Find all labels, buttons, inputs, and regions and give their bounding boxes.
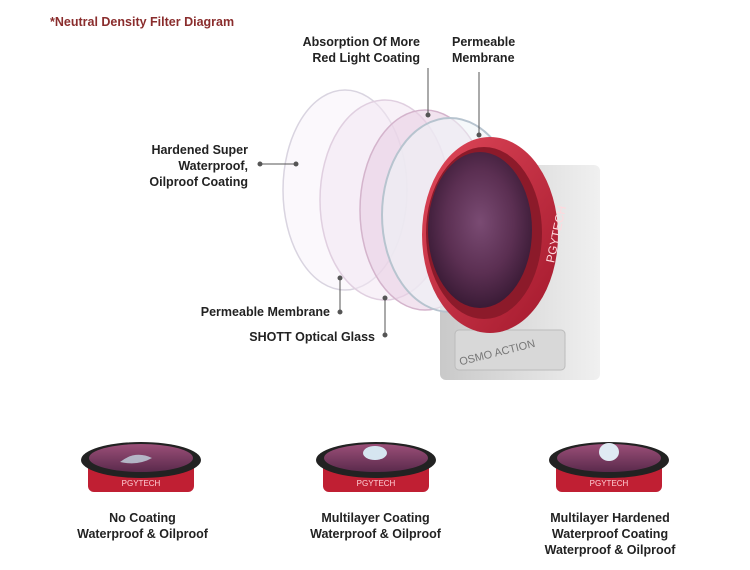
label-permeable-top: Permeable Membrane (452, 35, 516, 65)
svg-text:PGYTECH: PGYTECH (590, 479, 629, 488)
label-permeable-bottom: Permeable Membrane (200, 305, 330, 319)
label-absorption: Absorption Of More Red Light Coating (302, 35, 420, 65)
leader-lines (257, 68, 482, 338)
svg-text:PGYTECH: PGYTECH (122, 479, 161, 488)
diagram-title: *Neutral Density Filter Diagram (50, 15, 235, 29)
label-shott-glass: SHOTT Optical Glass (249, 330, 375, 344)
label-hardened: Hardened Super Waterproof, Oilproof Coat… (149, 143, 248, 189)
red-filter-ring: PGYTECH (422, 137, 569, 333)
small-filter-hardened: PGYTECH (549, 442, 669, 492)
variant-hardened-caption: Multilayer Hardened Waterproof Coating W… (544, 511, 676, 557)
svg-text:PGYTECH: PGYTECH (357, 479, 396, 488)
small-filter-multilayer: PGYTECH (316, 442, 436, 492)
variant-multilayer-caption: Multilayer Coating Waterproof & Oilproof (310, 511, 441, 541)
small-filter-no-coating: PGYTECH (81, 442, 201, 492)
variant-no-coating-caption: No Coating Waterproof & Oilproof (77, 511, 208, 541)
